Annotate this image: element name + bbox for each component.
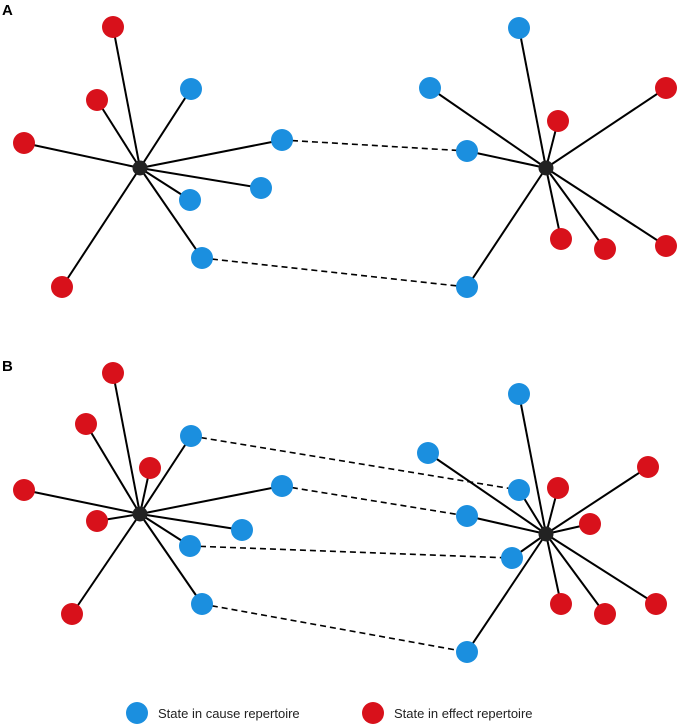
panel-label-b: B bbox=[2, 358, 13, 375]
spoke-edge bbox=[139, 139, 283, 169]
spoke-edge bbox=[466, 167, 547, 288]
cause-state-node bbox=[250, 177, 272, 199]
cause-state-node bbox=[419, 77, 441, 99]
spoke-edge bbox=[466, 515, 547, 535]
spoke-edge bbox=[518, 393, 547, 535]
spoke-edge bbox=[139, 513, 243, 531]
effect-state-node bbox=[579, 513, 601, 535]
spoke-edge bbox=[139, 435, 192, 515]
cause-state-node bbox=[456, 505, 478, 527]
spoke-edge bbox=[545, 167, 562, 240]
legend-label-cause: State in cause repertoire bbox=[158, 705, 300, 721]
cause-state-node bbox=[501, 547, 523, 569]
cause-state-node bbox=[508, 17, 530, 39]
spoke-edge bbox=[545, 87, 667, 169]
effect-state-node bbox=[655, 77, 677, 99]
effect-state-node bbox=[86, 510, 108, 532]
spoke-edge bbox=[139, 167, 262, 189]
spoke-edge bbox=[518, 27, 547, 169]
effect-state-node bbox=[102, 362, 124, 384]
dashed-link bbox=[189, 545, 513, 559]
cause-state-node bbox=[508, 383, 530, 405]
legend-item-cause: State in cause repertoire bbox=[126, 700, 300, 726]
cause-state-node bbox=[191, 247, 213, 269]
cause-state-node bbox=[180, 425, 202, 447]
spoke-edge bbox=[112, 26, 141, 169]
spoke-edge bbox=[427, 452, 547, 535]
effect-state-node bbox=[102, 16, 124, 38]
effect-state-node bbox=[594, 238, 616, 260]
dashed-link bbox=[190, 435, 520, 491]
effect-state-node bbox=[61, 603, 83, 625]
spoke-edge bbox=[71, 513, 141, 615]
effect-state-node bbox=[13, 479, 35, 501]
spoke-edge bbox=[429, 87, 547, 169]
spoke-edge bbox=[139, 167, 203, 259]
effect-state-node bbox=[547, 477, 569, 499]
cause-state-node bbox=[231, 519, 253, 541]
effect-state-node bbox=[645, 593, 667, 615]
effect-state-node bbox=[594, 603, 616, 625]
cause-state-node bbox=[456, 641, 478, 663]
spoke-edge bbox=[545, 533, 657, 605]
effect-state-node bbox=[75, 413, 97, 435]
spoke-edge bbox=[139, 513, 203, 605]
dashed-link bbox=[281, 139, 468, 152]
legend-item-effect: State in effect repertoire bbox=[362, 700, 533, 726]
cause-state-node bbox=[191, 593, 213, 615]
spoke-edge bbox=[545, 167, 667, 247]
spoke-edge bbox=[466, 533, 547, 653]
spoke-edge bbox=[96, 99, 141, 169]
spoke-edge bbox=[545, 533, 562, 605]
effect-state-node bbox=[547, 110, 569, 132]
spoke-edge bbox=[466, 150, 547, 169]
effect-state-node bbox=[13, 132, 35, 154]
effect-state-node bbox=[637, 456, 659, 478]
dashed-link bbox=[201, 257, 468, 288]
cause-state-node bbox=[271, 475, 293, 497]
spoke-edge bbox=[85, 423, 141, 515]
cause-state-node bbox=[456, 276, 478, 298]
spoke-edge bbox=[139, 485, 283, 515]
cause-state-node bbox=[417, 442, 439, 464]
dashed-link bbox=[281, 485, 468, 517]
hub-node bbox=[132, 160, 148, 176]
cause-state-node bbox=[508, 479, 530, 501]
legend-label-effect: State in effect repertoire bbox=[394, 705, 533, 721]
effect-state-node bbox=[86, 89, 108, 111]
effect-state-node bbox=[550, 593, 572, 615]
hub-node bbox=[132, 506, 148, 522]
cause-state-node bbox=[456, 140, 478, 162]
effect-state-node bbox=[550, 228, 572, 250]
spoke-edge bbox=[23, 142, 141, 169]
panel-label-a: A bbox=[2, 2, 13, 19]
spoke-edge bbox=[139, 88, 192, 169]
effect-state-node bbox=[655, 235, 677, 257]
spoke-edge bbox=[545, 533, 606, 615]
cause-state-node bbox=[179, 535, 201, 557]
effect-state-node bbox=[139, 457, 161, 479]
spoke-edge bbox=[23, 489, 141, 515]
spoke-edge bbox=[112, 372, 141, 515]
spoke-edge bbox=[545, 167, 606, 250]
cause-dot-icon bbox=[126, 702, 148, 724]
spoke-edge bbox=[545, 466, 649, 535]
effect-state-node bbox=[51, 276, 73, 298]
hub-node bbox=[538, 526, 554, 542]
spoke-edge bbox=[61, 167, 141, 288]
effect-dot-icon bbox=[362, 702, 384, 724]
cause-state-node bbox=[179, 189, 201, 211]
cause-state-node bbox=[271, 129, 293, 151]
cause-state-node bbox=[180, 78, 202, 100]
hub-node bbox=[538, 160, 554, 176]
dashed-link bbox=[201, 603, 468, 653]
